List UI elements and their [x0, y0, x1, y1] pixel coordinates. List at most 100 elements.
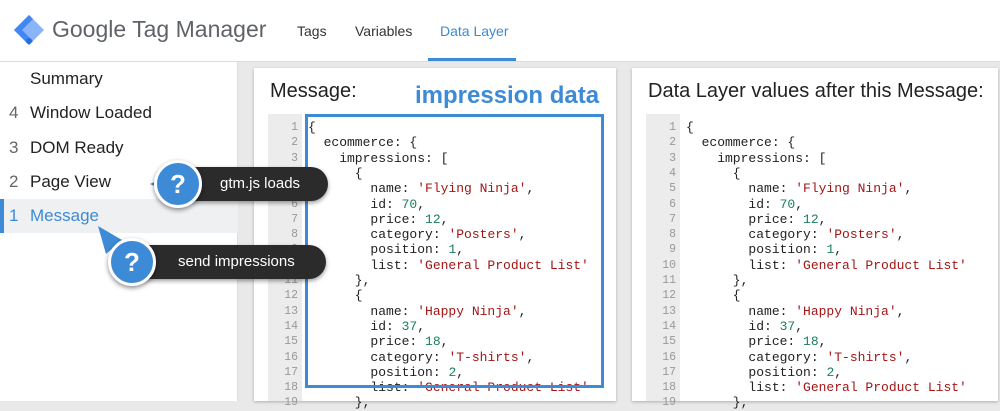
code-text: category: 'Posters', [308, 227, 527, 243]
sidebar-item-message[interactable]: 1 Message [0, 199, 238, 233]
code-text: price: 12, [686, 211, 827, 227]
code-text: { [308, 165, 363, 181]
code-text: }, [686, 395, 749, 411]
callout-pointer [98, 226, 122, 254]
code-text: position: 2, [308, 364, 465, 380]
line-number: 2 [669, 136, 676, 150]
code-text: impressions: [ [308, 150, 449, 166]
line-number: 6 [669, 197, 676, 211]
callout-text: send impressions [178, 253, 295, 270]
code-text: id: 70, [308, 196, 426, 212]
gtm-logo-icon [14, 15, 44, 45]
line-number: 18 [284, 381, 298, 395]
code-text: position: 1, [686, 242, 843, 258]
line-number: 14 [662, 319, 676, 333]
tab-data-layer[interactable]: Data Layer [440, 23, 509, 39]
line-number: 3 [669, 151, 676, 165]
line-number: 6 [291, 197, 298, 211]
app-header: Google Tag Manager Tags Variables Data L… [0, 0, 1000, 62]
callout-gtm-js-loads: gtm.js loads [180, 167, 328, 201]
line-number: 1 [669, 121, 676, 134]
line-number: 16 [284, 350, 298, 364]
code-text: id: 37, [686, 318, 804, 334]
sidebar-item-window-loaded[interactable]: 4 Window Loaded [0, 96, 238, 130]
impression-highlight-box [305, 114, 604, 388]
code-text: { [686, 288, 741, 304]
sidebar-item-label: DOM Ready [30, 138, 124, 157]
line-number: 4 [669, 166, 676, 180]
line-number: 2 [291, 136, 298, 150]
tab-tags[interactable]: Tags [297, 23, 327, 39]
code-text: position: 1, [308, 242, 465, 258]
line-number: 7 [291, 212, 298, 226]
event-number: 2 [9, 172, 19, 191]
sidebar-item-dom-ready[interactable]: 3 DOM Ready [0, 131, 238, 165]
question-icon: ? [108, 238, 156, 286]
message-panel-title: Message: [270, 80, 357, 102]
active-tab-indicator [428, 58, 516, 61]
line-number: 15 [284, 335, 298, 349]
code-text: category: 'T-shirts', [308, 349, 535, 365]
code-text: }, [686, 273, 749, 288]
impression-data-annotation: impression data [405, 82, 610, 110]
line-number: 19 [284, 396, 298, 410]
line-number: 8 [291, 228, 298, 242]
line-number: 13 [284, 304, 298, 318]
line-number: 18 [662, 381, 676, 395]
line-number: 8 [669, 228, 676, 242]
line-number: 19 [662, 396, 676, 410]
line-number: 9 [669, 243, 676, 257]
code-text: id: 37, [308, 318, 426, 334]
code-text: ecommerce: { [686, 135, 796, 151]
code-text: name: 'Happy Ninja', [308, 303, 527, 319]
code-text: { [308, 288, 363, 304]
line-number: 10 [662, 258, 676, 272]
tab-variables[interactable]: Variables [355, 23, 413, 39]
app-title: Google Tag Manager [52, 16, 267, 42]
data-layer-values-panel: Data Layer values after this Message: 1{… [632, 68, 998, 410]
code-text: name: 'Happy Ninja', [686, 303, 905, 319]
code-text: list: 'General Product List' [686, 380, 967, 396]
event-timeline-sidebar: Summary 4 Window Loaded 3 DOM Ready 2 Pa… [0, 62, 238, 401]
line-number: 15 [662, 335, 676, 349]
sidebar-item-summary[interactable]: Summary [0, 62, 238, 96]
code-text: position: 2, [686, 364, 843, 380]
sidebar-item-label: Window Loaded [30, 103, 152, 122]
code-text: id: 70, [686, 196, 804, 212]
code-text: price: 12, [308, 211, 449, 227]
code-text: name: 'Flying Ninja', [308, 181, 535, 197]
line-number: 3 [291, 151, 298, 165]
code-text: list: 'General Product List' [686, 257, 967, 273]
line-number: 12 [662, 289, 676, 303]
line-number: 1 [291, 121, 298, 134]
line-number: 17 [662, 365, 676, 379]
code-text: ecommerce: { [308, 135, 418, 151]
line-number: 13 [662, 304, 676, 318]
line-number: 14 [284, 319, 298, 333]
code-text: price: 18, [308, 334, 449, 350]
code-text: { [686, 165, 741, 181]
code-text: { [308, 120, 316, 135]
data-layer-code-block: 1 {2 ecommerce: { 3 impressions: [ 4 {5 nam… [646, 114, 998, 410]
sidebar-item-label: Message [30, 206, 99, 225]
code-text: category: 'Posters', [686, 227, 905, 243]
event-number: 1 [9, 206, 19, 225]
code-text: price: 18, [686, 334, 827, 350]
code-text: category: 'T-shirts', [686, 349, 913, 365]
code-text: { [686, 120, 694, 135]
callout-send-impressions: send impressions [130, 245, 326, 279]
sidebar-item-page-view[interactable]: 2 Page View [0, 165, 238, 199]
line-number: 11 [662, 274, 676, 287]
line-number: 17 [284, 365, 298, 379]
line-number-gutter [646, 114, 680, 401]
sidebar-item-label: Summary [30, 69, 103, 88]
event-number: 3 [9, 138, 19, 157]
event-number: 4 [9, 103, 19, 122]
sidebar-item-label: Page View [30, 172, 111, 191]
line-number: 5 [669, 182, 676, 196]
code-text: name: 'Flying Ninja', [686, 181, 913, 197]
line-number: 7 [669, 212, 676, 226]
code-text: list: 'General Product List' [308, 257, 589, 273]
code-text: impressions: [ [686, 150, 827, 166]
question-icon: ? [154, 160, 202, 208]
